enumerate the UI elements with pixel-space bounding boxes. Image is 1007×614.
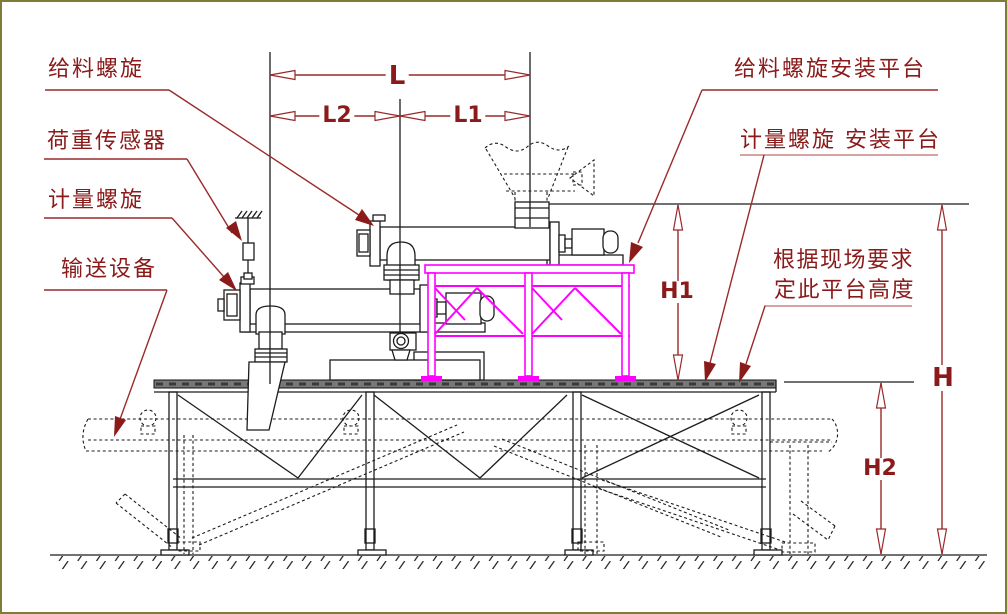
dim-label-L1: L1 — [450, 105, 486, 127]
feeding-screw-motor — [571, 228, 605, 256]
hopper-vibrator-icon — [569, 158, 595, 198]
discharge-spout — [246, 361, 286, 431]
conveyor-rollers — [139, 409, 748, 435]
trestle-braces — [177, 394, 760, 479]
dim-label-H1: H1 — [657, 281, 697, 303]
feeding-screw-install-platform — [421, 264, 636, 381]
dim-label-L2: L2 — [319, 105, 355, 127]
feeding-screw-assembly — [356, 201, 624, 295]
main-platform-deck — [153, 379, 777, 393]
dim-label-L: L — [385, 63, 409, 89]
note-line-2: 定此平台高度 — [774, 278, 916, 303]
belt-conveyor-hidden-lines — [82, 409, 839, 554]
callout-conveyor: 输送设备 — [61, 257, 158, 282]
callout-feeding-screw: 给料螺旋 — [48, 57, 145, 82]
feed-hopper-hidden-lines — [484, 141, 595, 204]
callout-metering-screw: 计量螺旋 — [48, 188, 145, 213]
load-cell-assembly — [235, 210, 263, 280]
load-cell-body — [242, 242, 255, 261]
dim-label-H2: H2 — [860, 458, 900, 480]
callout-feeding-screw-platform: 给料螺旋安装平台 — [734, 57, 927, 82]
callout-metering-screw-platform: 计量螺旋 安装平台 — [740, 128, 941, 153]
note-line-1: 根据现场要求 — [773, 248, 915, 273]
callout-load-cell: 荷重传感器 — [47, 129, 168, 154]
dim-label-H: H — [929, 365, 957, 391]
support-plinth — [329, 359, 481, 381]
annotations — [44, 69, 948, 555]
metering-screw-assembly — [217, 276, 495, 431]
ground-hatching — [50, 554, 987, 569]
inlet-chute — [514, 201, 550, 229]
extension-lines — [269, 52, 969, 384]
